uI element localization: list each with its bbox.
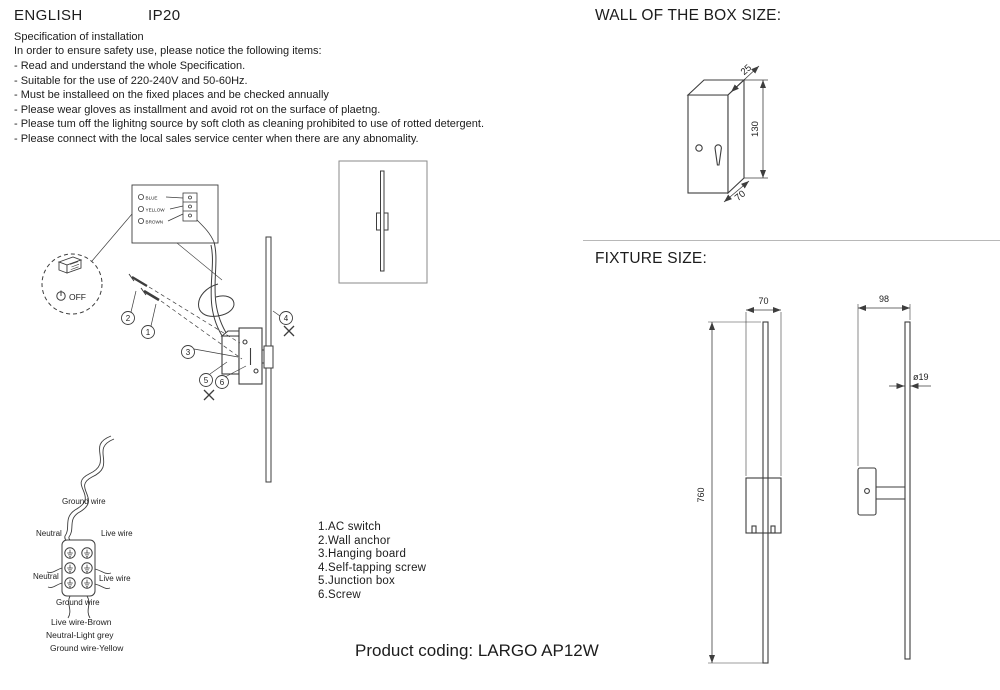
side-wall-mount (857, 467, 905, 516)
wall-switch-icon (57, 256, 83, 274)
alignment-dashed-lines (148, 286, 243, 360)
dim-side-width-label: 98 (879, 294, 889, 304)
spec-item: - Please connect with the local sales se… (14, 132, 419, 145)
wire-label-neutral-bottom: Neutral (33, 572, 59, 581)
switch-leader-line (91, 213, 133, 262)
svg-text:1: 1 (146, 328, 151, 337)
front-dimension-lines (709, 307, 781, 663)
off-label: OFF (69, 292, 86, 302)
product-coding: Product coding: LARGO AP12W (355, 641, 599, 660)
spec-title: Specification of installation (14, 31, 144, 43)
wire-label-ground-bottom: Ground wire (56, 598, 100, 607)
wiring-detail-inset: BLUE YELLOW BROWN (131, 184, 219, 244)
spec-item-list: - Read and understand the whole Specific… (14, 59, 484, 147)
callout-4: 4 (272, 310, 293, 325)
connection-wires (198, 241, 235, 340)
dim-front-width-label: 70 (758, 296, 768, 306)
side-extension-lines (857, 304, 911, 466)
part-item: 6.Screw (318, 588, 361, 601)
svg-text:3: 3 (186, 348, 191, 357)
part-item: 4.Self-tapping screw (318, 561, 427, 574)
language-label: ENGLISH (14, 7, 83, 24)
wire-label-blue: BLUE (146, 195, 158, 200)
front-lamp-rod (762, 321, 769, 664)
wall-box-diagram: 25 130 70 (686, 63, 768, 204)
legend-neutral: Neutral-Light grey (46, 630, 114, 640)
lamp-rod-shape (262, 236, 274, 483)
callout-5: 5 (199, 361, 228, 387)
dim-fixture-height-label: 760 (696, 487, 706, 502)
lamp-overview-inset (338, 160, 428, 284)
ip-rating-label: IP20 (148, 7, 181, 24)
dim-diameter-label: ø19 (913, 372, 929, 382)
wall-box-section-title: WALL OF THE BOX SIZE: (595, 7, 782, 24)
spec-item: - Read and understand the whole Specific… (14, 60, 246, 72)
legend-ground: Ground wire-Yellow (50, 643, 124, 653)
wire-label-brown: BROWN (146, 219, 164, 224)
dim-depth-label: 25 (739, 63, 754, 78)
spec-item: - Please wear gloves as installment and … (14, 103, 381, 116)
extension-lines (708, 312, 782, 664)
hanging-board-shape (238, 327, 263, 385)
dim-height-label: 130 (750, 121, 761, 137)
wall-box-dimension-lines (723, 65, 768, 203)
supply-cable (64, 435, 115, 547)
part-item: 5.Junction box (318, 575, 395, 588)
inset-leader-line (176, 242, 223, 281)
fixture-side-view-diagram: 98 ø19 (857, 294, 931, 660)
part-item: 1.AC switch (318, 521, 381, 533)
fixture-front-view-diagram: 70 760 (696, 296, 782, 664)
junction-box-3d-shape (686, 78, 746, 195)
callout-6: 6 (215, 365, 247, 389)
wire-label-yellow: YELLOW (146, 207, 166, 212)
installation-diagram: OFF BLUE YELLOW BROWN (41, 184, 295, 483)
wire-label-ground-top: Ground wire (62, 497, 106, 506)
screw-and-anchor-shapes (128, 273, 160, 302)
fixture-section-title: FIXTURE SIZE: (595, 250, 707, 267)
section-divider (583, 240, 1000, 241)
legend-live: Live wire-Brown (51, 617, 112, 627)
wire-label-neutral-top: Neutral (36, 529, 62, 538)
dim-width-label: 70 (733, 188, 748, 203)
wire-label-live-top: Live wire (101, 529, 133, 538)
cross-mark-icon (203, 389, 215, 401)
callout-3: 3 (181, 345, 239, 359)
wiring-diagram (46, 435, 115, 619)
fixture-wires (46, 567, 112, 619)
wire-color-legend: Live wire-Brown Neutral-Light grey Groun… (46, 616, 123, 655)
svg-text:4: 4 (284, 314, 289, 323)
spec-item: - Suitable for the use of 220-240V and 5… (14, 74, 248, 87)
wire-label-live-bottom: Live wire (99, 574, 131, 583)
side-lamp-rod (904, 321, 911, 660)
spec-item: - Please tum off the lighitng source by … (14, 118, 485, 131)
spec-intro: In order to ensure safety use, please no… (14, 45, 322, 57)
part-item: 2.Wall anchor (318, 534, 391, 547)
svg-text:5: 5 (204, 376, 209, 385)
callout-1: 1 (141, 303, 157, 339)
callout-2: 2 (121, 290, 137, 325)
svg-text:2: 2 (126, 314, 131, 323)
terminal-block (61, 539, 96, 597)
cross-mark-icon (283, 325, 295, 337)
spec-item: - Must be installeed on the fixed places… (14, 89, 329, 102)
parts-list: 1.AC switch 2.Wall anchor 3.Hanging boar… (318, 521, 426, 603)
power-off-icon (56, 290, 66, 301)
part-item: 3.Hanging board (318, 548, 407, 561)
svg-text:6: 6 (220, 378, 225, 387)
switch-off-callout-circle (41, 253, 103, 315)
side-dimension-lines (858, 305, 931, 389)
